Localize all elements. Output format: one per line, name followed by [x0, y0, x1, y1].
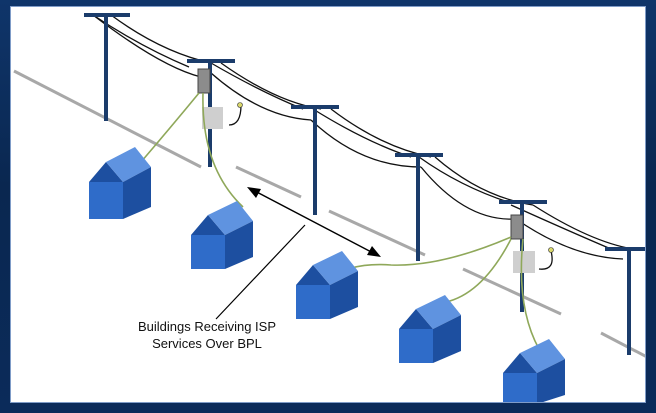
- house: [503, 339, 565, 402]
- caption-line-2: Services Over BPL: [152, 336, 262, 351]
- caption-line-1: Buildings Receiving ISP: [138, 319, 276, 334]
- bpl-diagram: Buildings Receiving ISP Services Over BP…: [13, 13, 645, 402]
- house: [399, 295, 461, 363]
- diagram-panel: Buildings Receiving ISP Services Over BP…: [10, 6, 646, 403]
- house: [191, 201, 253, 269]
- range-arrow: [247, 187, 381, 257]
- power-lines: [92, 14, 634, 270]
- house: [89, 147, 151, 219]
- bpl-equipment: [197, 68, 554, 273]
- house: [296, 251, 358, 319]
- caption-pointer: [215, 224, 306, 320]
